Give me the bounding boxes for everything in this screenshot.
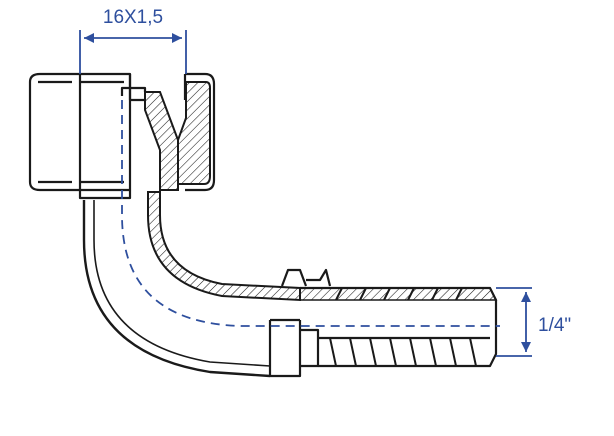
thread-dimension-label: 16X1,5 — [103, 7, 163, 28]
elbow-outer — [82, 200, 271, 378]
hose-tail — [268, 268, 498, 378]
tail-section-hatch — [299, 287, 498, 301]
center-line — [121, 100, 500, 327]
nut-section-hatch — [177, 81, 211, 185]
thread-dimension — [79, 30, 187, 74]
elbow-wall-section — [147, 191, 301, 302]
nipple-outline — [78, 74, 187, 200]
hose-size-dimension-label: 1/4" — [538, 315, 571, 336]
elbow-outer-inner-line — [93, 200, 271, 367]
hose-size-dimension — [496, 287, 532, 357]
barb-serrations — [329, 287, 477, 367]
nipple-cone-section — [144, 91, 179, 191]
